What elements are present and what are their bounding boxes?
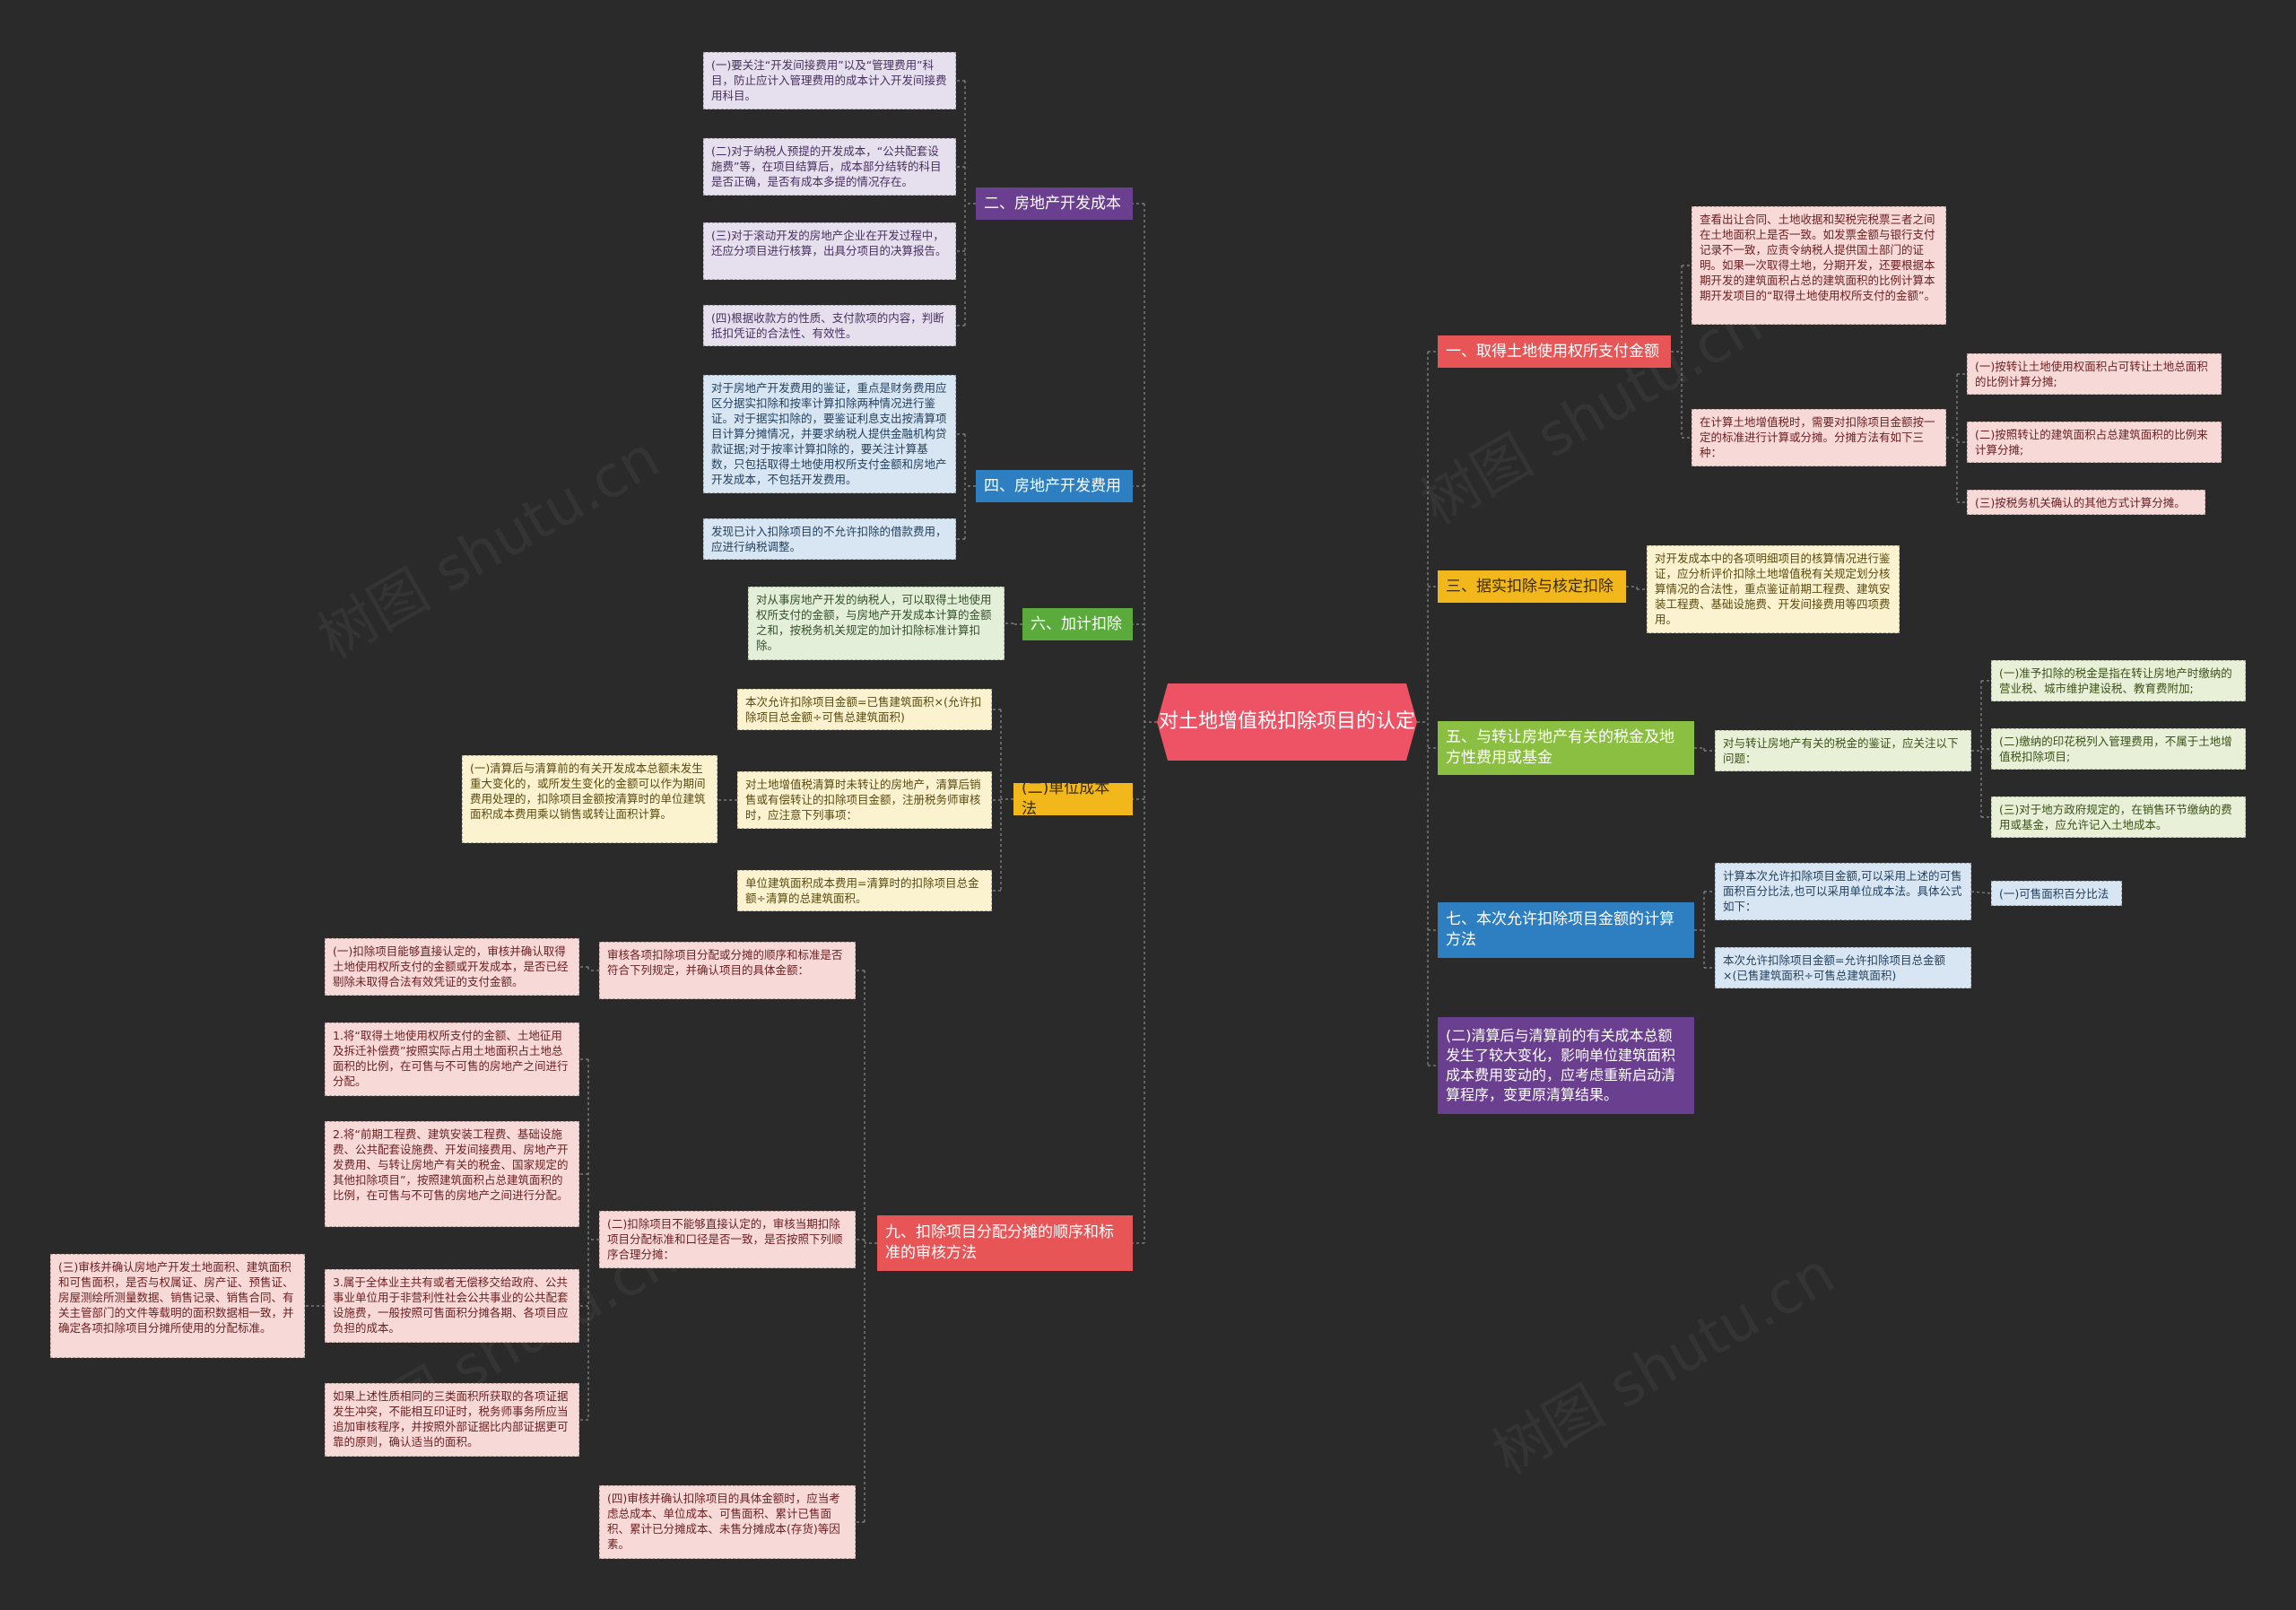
leaf-calculation-2[interactable]: 本次允许扣除项目金额=允许扣除项目总金额×(已售建筑面积÷可售总建筑面积) bbox=[1715, 947, 1971, 988]
center-topic[interactable]: 对土地增值税扣除项目的认定 bbox=[1157, 683, 1417, 761]
leaf-land-cost-2[interactable]: 在计算土地增值税时，需要对扣除项目金额按一定的标准进行计算或分摊。分摊方法有如下… bbox=[1692, 409, 1946, 466]
leaf-dev-cost-3[interactable]: (三)对于滚动开发的房地产企业在开发过程中，还应分项目进行核算，出具分项目的决算… bbox=[703, 222, 956, 280]
leaf-transfer-taxes-3[interactable]: (三)对于地方政府规定的，在销售环节缴纳的费用或基金，应允许记入土地成本。 bbox=[1991, 796, 2246, 838]
leaf-additional-deduction[interactable]: 对从事房地产开发的纳税人，可以取得土地使用权所支付的金额，与房地产开发成本计算的… bbox=[748, 587, 1004, 660]
branch-land-use-right-cost[interactable]: 一、取得土地使用权所支付金额 bbox=[1438, 335, 1671, 368]
leaf-land-allocation-1[interactable]: (一)按转让土地使用权面积占可转让土地总面积的比例计算分摊; bbox=[1967, 353, 2222, 395]
leaf-area-percentage-method[interactable]: (一)可售面积百分比法 bbox=[1991, 881, 2122, 906]
branch-development-expenses[interactable]: 四、房地产开发费用 bbox=[976, 470, 1133, 502]
watermark: 树图 shutu.cn bbox=[307, 424, 671, 673]
leaf-dev-expense-1[interactable]: 对于房地产开发费用的鉴证，重点是财务费用应区分据实扣除和按率计算扣除两种情况进行… bbox=[703, 375, 956, 493]
branch-actual-and-assessed-deduction[interactable]: 三、据实扣除与核定扣除 bbox=[1438, 570, 1626, 603]
leaf-allocation-order-3[interactable]: 3.属于全体业主共有或者无偿移交给政府、公共事业单位用于非营利性社会公共事业的公… bbox=[325, 1269, 579, 1343]
connector-line bbox=[1970, 891, 1992, 894]
leaf-land-allocation-2[interactable]: (二)按照转让的建筑面积占总建筑面积的比例来计算分摊; bbox=[1967, 422, 2222, 463]
leaf-transfer-taxes-1[interactable]: (一)准予扣除的税金是指在转让房地产时缴纳的营业税、城市维护建设税、教育费附加; bbox=[1991, 660, 2246, 701]
watermark: 树图 shutu.cn bbox=[1482, 1240, 1846, 1489]
branch-restart-liquidation[interactable]: (二)清算后与清算前的有关成本总额发生了较大变化，影响单位建筑面积成本费用变动的… bbox=[1438, 1017, 1694, 1114]
leaf-allocation-direct[interactable]: (一)扣除项目能够直接认定的，审核并确认取得土地使用权所支付的金额或开发成本，是… bbox=[325, 938, 579, 996]
leaf-dev-cost-4[interactable]: (四)根据收款方的性质、支付款项的内容，判断抵扣凭证的合法性、有效性。 bbox=[703, 305, 956, 346]
branch-additional-deduction[interactable]: 六、加计扣除 bbox=[1022, 608, 1133, 640]
leaf-unit-cost-2[interactable]: 对土地增值税清算时未转让的房地产，清算后销售或有偿转让的扣除项目金额，注册税务师… bbox=[737, 771, 992, 829]
leaf-unit-cost-sub[interactable]: (一)清算后与清算前的有关开发成本总额未发生重大变化的，或所发生变化的金额可以作… bbox=[462, 755, 718, 843]
leaf-allocation-conflict[interactable]: 如果上述性质相同的三类面积所获取的各项证据发生冲突，不能相互印证时，税务师事务所… bbox=[325, 1383, 579, 1457]
branch-allocation-review[interactable]: 九、扣除项目分配分摊的顺序和标准的审核方法 bbox=[877, 1215, 1133, 1271]
branch-development-cost[interactable]: 二、房地产开发成本 bbox=[976, 187, 1133, 220]
leaf-allocation-1[interactable]: 审核各项扣除项目分配或分摊的顺序和标准是否符合下列规定，并确认项目的具体金额： bbox=[599, 942, 856, 999]
branch-transfer-taxes[interactable]: 五、与转让房地产有关的税金及地方性费用或基金 bbox=[1438, 721, 1694, 775]
leaf-allocation-4[interactable]: (四)审核并确认扣除项目的具体金额时，应当考虑总成本、单位成本、可售面积、累计已… bbox=[599, 1485, 856, 1559]
leaf-transfer-taxes[interactable]: 对与转让房地产有关的税金的鉴证，应关注以下问题： bbox=[1715, 730, 1971, 771]
leaf-allocation-order-2[interactable]: 2.将“前期工程费、建筑安装工程费、基础设施费、公共配套设施费、开发间接费用、房… bbox=[325, 1121, 579, 1227]
leaf-allocation-order-1[interactable]: 1.将“取得土地使用权所支付的金额、土地征用及拆迁补偿费”按照实际占用土地面积占… bbox=[325, 1023, 579, 1096]
leaf-actual-deduction[interactable]: 对开发成本中的各项明细项目的核算情况进行鉴证，应分析评价扣除土地增值税有关规定划… bbox=[1647, 545, 1900, 633]
leaf-transfer-taxes-2[interactable]: (二)缴纳的印花税列入管理费用，不属于土地增值税扣除项目; bbox=[1991, 728, 2246, 770]
leaf-unit-cost-3[interactable]: 单位建筑面积成本费用=清算时的扣除项目总金额÷清算的总建筑面积。 bbox=[737, 870, 992, 911]
branch-unit-cost-method[interactable]: (二)单位成本法 bbox=[1013, 783, 1133, 815]
branch-deduction-calculation[interactable]: 七、本次允许扣除项目金额的计算方法 bbox=[1438, 902, 1694, 958]
leaf-unit-cost-1[interactable]: 本次允许扣除项目金额=已售建筑面积×(允许扣除项目总金额÷可售总建筑面积) bbox=[737, 689, 992, 730]
leaf-allocation-area-check[interactable]: (三)审核并确认房地产开发土地面积、建筑面积和可售面积，是否与权属证、房产证、预… bbox=[50, 1254, 305, 1358]
leaf-dev-cost-1[interactable]: (一)要关注“开发间接费用”以及“管理费用”科目，防止应计入管理费用的成本计入开… bbox=[703, 52, 956, 109]
leaf-dev-cost-2[interactable]: (二)对于纳税人预提的开发成本，“公共配套设施费”等，在项目结算后，成本部分结转… bbox=[703, 138, 956, 196]
leaf-land-cost-1[interactable]: 查看出让合同、土地收据和契税完税票三者之间在土地面积上是否一致。如发票金额与银行… bbox=[1692, 206, 1946, 325]
leaf-calculation-1[interactable]: 计算本次允许扣除项目金额,可以采用上述的可售面积百分比法,也可以采用单位成本法。… bbox=[1715, 863, 1971, 920]
leaf-dev-expense-2[interactable]: 发现已计入扣除项目的不允许扣除的借款费用，应进行纳税调整。 bbox=[703, 518, 956, 560]
leaf-allocation-2[interactable]: (二)扣除项目不能够直接认定的，审核当期扣除项目分配标准和口径是否一致，是否按照… bbox=[599, 1211, 856, 1268]
leaf-land-allocation-3[interactable]: (三)按税务机关确认的其他方式计算分摊。 bbox=[1967, 490, 2205, 515]
